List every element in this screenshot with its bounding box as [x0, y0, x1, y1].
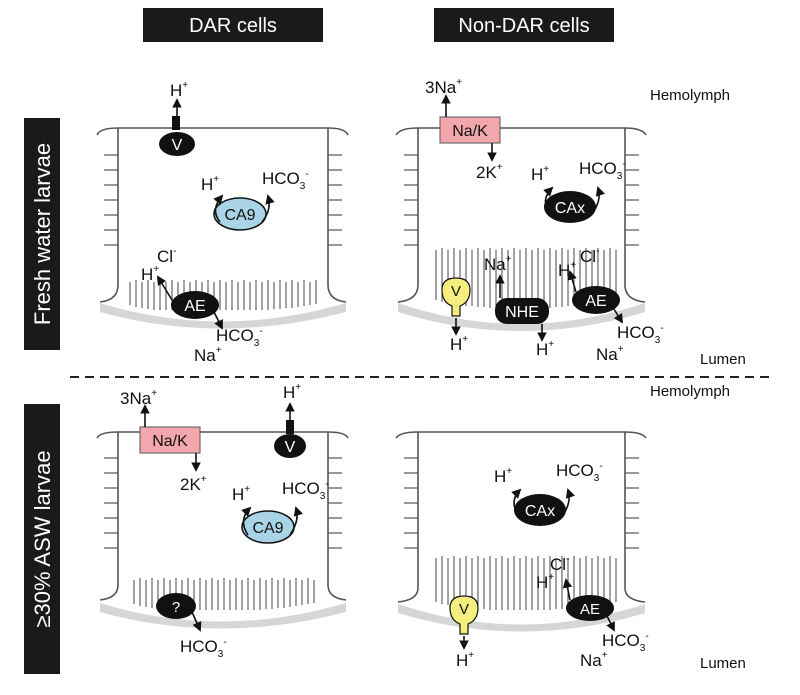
- svg-text:HCO3-: HCO3-: [180, 637, 227, 660]
- svg-text:H+: H+: [201, 174, 219, 194]
- hemolymph-label-top: Hemolymph: [650, 87, 730, 104]
- nhe-label: NHE: [505, 304, 539, 321]
- svg-text:Na+: Na+: [484, 254, 512, 274]
- svg-text:HCO3-: HCO3-: [262, 169, 309, 192]
- svg-text:HCO3-: HCO3-: [216, 326, 263, 349]
- cell-dar-asw: Na/K 3Na+ 2K+ V H+ CA9 H+ HCO3- ? HCO3-: [96, 382, 349, 660]
- svg-text:V: V: [451, 283, 461, 300]
- cell-nondar-asw: CAx H+ HCO3- V H+ AE Cl- H+ HCO3- Na+: [395, 431, 649, 670]
- apical-membrane: [100, 303, 346, 329]
- hemolymph-label-bottom: Hemolymph: [650, 383, 730, 400]
- ae-exchanger-nondar-asw: [566, 595, 614, 621]
- svg-text:Cl-: Cl-: [157, 246, 176, 266]
- side-fresh-bg: [24, 118, 60, 350]
- svg-text:V: V: [285, 439, 296, 456]
- cax-enzyme-asw: [514, 494, 566, 526]
- nak-pump-dar-asw: [139, 426, 201, 454]
- svg-text:V: V: [459, 601, 469, 618]
- v-label: V: [172, 137, 183, 154]
- lumen-label-bottom: Lumen: [700, 655, 746, 672]
- header-nondar-bg: [434, 8, 614, 42]
- svg-text:H+: H+: [456, 650, 474, 670]
- svg-text:H+: H+: [536, 572, 554, 592]
- svg-text:H+: H+: [494, 466, 512, 486]
- svg-text:AE: AE: [580, 601, 600, 618]
- svg-text:H+: H+: [170, 80, 188, 100]
- v-atpase-dar-fresh: [159, 132, 195, 156]
- header-nondar: Non-DAR cells: [458, 15, 589, 37]
- svg-text:H+: H+: [536, 339, 554, 359]
- svg-text:HCO3-: HCO3-: [602, 631, 649, 654]
- svg-text:H+: H+: [232, 484, 250, 504]
- svg-text:Cl-: Cl-: [580, 246, 599, 266]
- side-label-fresh: Fresh water larvae: [30, 143, 55, 325]
- svg-text:2K+: 2K+: [180, 474, 207, 494]
- cax-enzyme-fresh: [544, 191, 596, 223]
- microvilli: [435, 556, 617, 610]
- svg-text:H+: H+: [450, 334, 468, 354]
- v-atpase-yellow-asw: [449, 595, 479, 635]
- microvilli: [129, 280, 317, 310]
- svg-text:CA9: CA9: [252, 520, 283, 537]
- cell-dar-fresh: V H+ CA9 H+ HCO3- AE Cl- H+ HCO3- Na+: [96, 80, 349, 365]
- nak-label: Na/K: [452, 123, 488, 140]
- svg-text:CAx: CAx: [525, 503, 555, 520]
- svg-text:H+: H+: [283, 382, 301, 402]
- svg-text:2K+: 2K+: [476, 162, 503, 182]
- ae-exchanger-dar-fresh: [171, 291, 219, 319]
- ca9-label: CA9: [224, 207, 255, 224]
- svg-text:HCO3-: HCO3-: [617, 323, 664, 346]
- svg-text:H+: H+: [531, 164, 549, 184]
- svg-text:HCO3-: HCO3-: [579, 159, 626, 182]
- header-dar: DAR cells: [189, 15, 277, 37]
- unknown-label: ?: [172, 599, 180, 616]
- nhe-exchanger: [495, 298, 549, 324]
- svg-text:HCO3-: HCO3-: [556, 461, 603, 484]
- svg-text:H+: H+: [141, 264, 159, 284]
- cax-label: CAx: [555, 200, 585, 217]
- v-atpase-dar-asw: [274, 434, 306, 458]
- side-asw-bg: [24, 404, 60, 674]
- nak-pump-nondar-fresh: [439, 116, 501, 144]
- svg-text:Na+: Na+: [194, 345, 222, 365]
- svg-text:Na+: Na+: [596, 344, 624, 364]
- svg-text:H+: H+: [558, 260, 576, 280]
- ae-exchanger-nondar-fresh: [572, 286, 620, 314]
- ae-label: AE: [184, 298, 205, 315]
- header-dar-bg: [143, 8, 323, 42]
- lumen-label-top: Lumen: [700, 351, 746, 368]
- svg-text:Cl-: Cl-: [550, 554, 569, 574]
- svg-text:AE: AE: [585, 293, 606, 310]
- svg-text:3Na+: 3Na+: [425, 77, 462, 97]
- svg-text:Na+: Na+: [580, 650, 608, 670]
- side-label-asw: ≥30% ASW larvae: [30, 450, 55, 627]
- ca9-enzyme: [213, 197, 267, 231]
- svg-text:3Na+: 3Na+: [120, 388, 157, 408]
- unknown-transporter: [156, 593, 196, 619]
- cell-nondar-fresh: Na/K 3Na+ 2K+ CAx H+ HCO3- V H+ NHE Na+ …: [395, 77, 664, 364]
- svg-text:Na/K: Na/K: [152, 433, 188, 450]
- v-atpase-yellow-fresh: [441, 277, 471, 317]
- svg-text:HCO3-: HCO3-: [282, 479, 329, 502]
